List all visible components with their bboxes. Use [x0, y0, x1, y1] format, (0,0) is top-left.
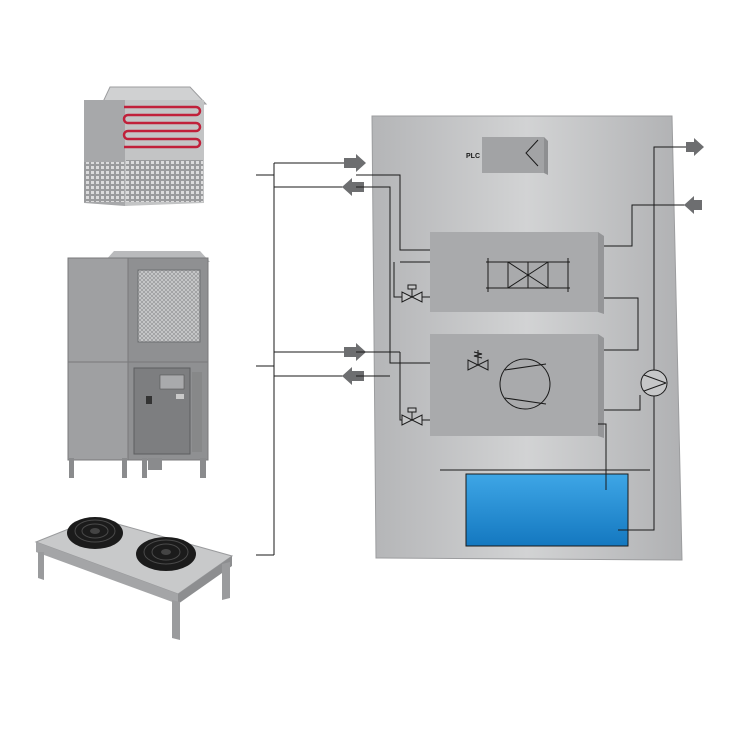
arrow-left-icon — [684, 196, 702, 214]
arrow-left-icon — [342, 178, 364, 196]
internal-piping — [356, 146, 690, 531]
expansion-valve-icon — [467, 350, 489, 371]
flow-arrows-right — [684, 138, 704, 214]
cooling-tower — [84, 86, 208, 206]
arrow-right-icon — [686, 138, 704, 156]
arrow-right-icon — [344, 343, 366, 361]
pump-icon — [640, 369, 668, 397]
plc-label: PLC — [466, 153, 480, 160]
heat-exchanger-module — [430, 232, 604, 314]
fan-right — [136, 537, 196, 571]
bracket-connector — [256, 162, 356, 556]
compressor-icon — [499, 358, 551, 410]
arrow-left-icon — [342, 367, 364, 385]
dry-cooler — [34, 517, 234, 640]
water-tank — [440, 469, 650, 547]
compressor-module — [430, 334, 604, 438]
arrow-right-icon — [344, 154, 366, 172]
flow-arrows-left — [342, 154, 366, 385]
valve-icon — [401, 284, 423, 303]
plc-controller: PLC — [466, 137, 548, 175]
air-cooled-chiller-unit — [67, 251, 210, 478]
fan-left — [67, 517, 123, 549]
heat-exchanger-coil — [122, 105, 202, 149]
heat-exchanger-icon — [486, 258, 570, 292]
